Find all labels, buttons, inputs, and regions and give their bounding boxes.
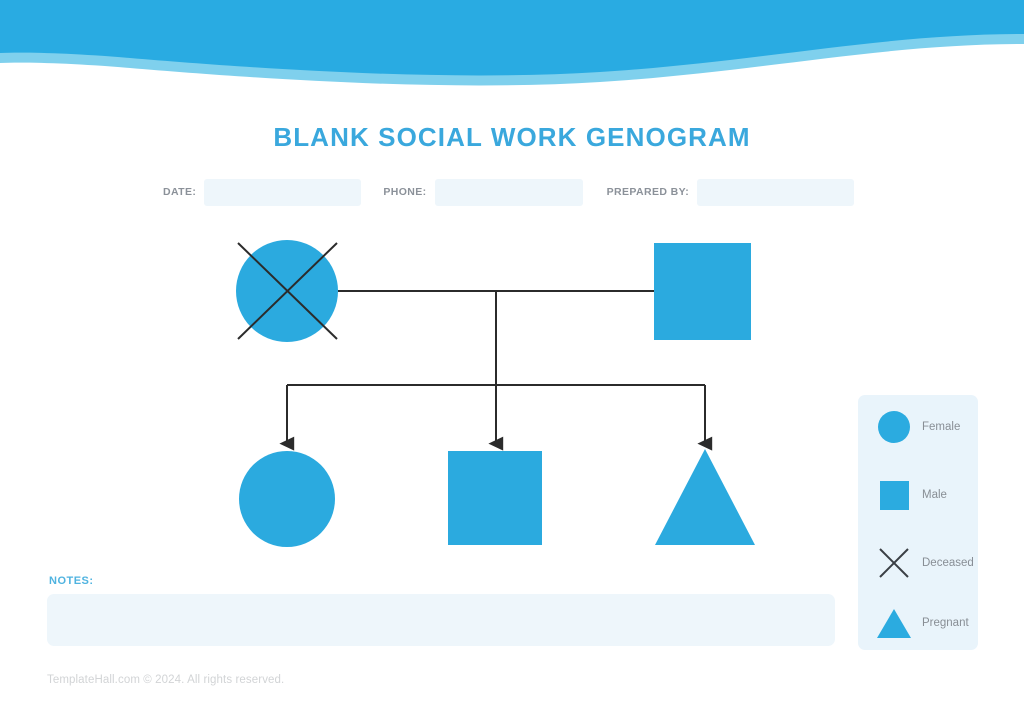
parent-male-square xyxy=(654,243,751,340)
legend-item-pregnant: Pregnant xyxy=(858,597,978,649)
meta-fields-row: DATE: PHONE: PREPARED BY: xyxy=(163,178,863,206)
date-label: DATE: xyxy=(163,186,197,198)
header-wave-banner xyxy=(0,0,1024,110)
child-pregnant-triangle xyxy=(655,449,755,545)
child-female-circle xyxy=(239,451,335,547)
legend-item-female: Female xyxy=(858,401,978,453)
triangle-icon xyxy=(872,601,916,645)
phone-label: PHONE: xyxy=(383,186,427,198)
phone-field-group: PHONE: xyxy=(383,178,583,206)
prepared-by-label: PREPARED BY: xyxy=(606,186,690,198)
date-input[interactable] xyxy=(204,178,362,206)
x-cross-icon xyxy=(872,541,916,585)
legend-label-male: Male xyxy=(922,489,947,501)
legend-panel: Female Male Deceased Pregnant xyxy=(858,395,978,650)
date-field-group: DATE: xyxy=(163,178,362,206)
prepared-by-input[interactable] xyxy=(697,178,855,206)
phone-input[interactable] xyxy=(434,178,583,206)
legend-label-pregnant: Pregnant xyxy=(922,617,969,629)
legend-label-deceased: Deceased xyxy=(922,557,974,569)
footer-copyright: TemplateHall.com © 2024. All rights rese… xyxy=(47,674,285,686)
legend-item-deceased: Deceased xyxy=(858,537,978,589)
child-male-square xyxy=(448,451,542,545)
notes-label: NOTES: xyxy=(49,575,94,587)
legend-label-female: Female xyxy=(922,421,961,433)
square-icon xyxy=(872,473,916,517)
notes-input[interactable] xyxy=(47,594,835,646)
parent-deceased-x-stroke-2 xyxy=(237,242,338,340)
circle-icon xyxy=(872,405,916,449)
page-title: BLANK SOCIAL WORK GENOGRAM xyxy=(273,122,751,152)
header-wave-dark xyxy=(0,0,1024,76)
legend-item-male: Male xyxy=(858,469,978,521)
genogram-diagram xyxy=(210,225,780,560)
prepared-by-field-group: PREPARED BY: xyxy=(606,178,855,206)
